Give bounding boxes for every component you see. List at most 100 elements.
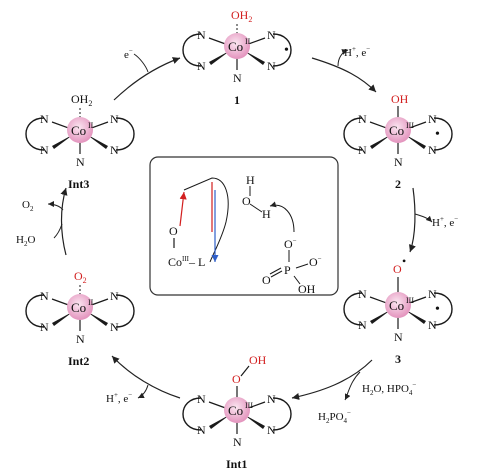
inset-h1: H	[246, 173, 255, 187]
co-label: Co	[228, 39, 243, 54]
cobalt-atom	[224, 397, 250, 423]
ox-state: II	[88, 121, 94, 130]
n-label: N	[40, 289, 49, 303]
o2-ligand: O2	[74, 269, 87, 285]
arrow-o2-out	[47, 201, 64, 211]
radical-dot: •	[435, 302, 440, 317]
arrow-int2-to-int3	[60, 187, 68, 256]
inset-red-arrow	[179, 191, 187, 227]
n-label: N	[428, 287, 437, 301]
n-label: N	[40, 143, 49, 157]
complex-label: Int2	[68, 354, 89, 368]
complex-label: Int3	[68, 177, 89, 191]
complex-label: 2	[395, 177, 401, 191]
label-o2: O2	[22, 199, 34, 213]
label-3-int1-out: H2PO4−	[318, 409, 351, 425]
oh2-ligand: OH2	[71, 92, 92, 108]
inset-o-minus-top: O−	[284, 237, 297, 251]
arrow-release-2-3	[414, 213, 433, 223]
label-3-int1-in: H2O, HPO4−	[362, 381, 416, 397]
n-label: N	[76, 155, 85, 169]
n-label: N	[197, 59, 206, 73]
arrow-2-to-3	[408, 187, 416, 253]
inset-co-label: CoIII– L	[168, 255, 205, 269]
n-label: N	[358, 143, 367, 157]
n-label: N	[40, 112, 49, 126]
cobalt-atom	[385, 292, 411, 318]
oh-ligand: OH	[249, 353, 267, 367]
arrow-int1-to-int2	[111, 355, 181, 399]
arrow-water-in	[53, 223, 63, 239]
inset-o-double: O	[262, 273, 271, 287]
oh-ligand: OH	[391, 92, 409, 106]
oh2-ligand: OH2	[231, 8, 252, 24]
complex-2: Co III N N N N N • OH 2	[343, 92, 453, 191]
inset-o-minus-right: O−	[309, 255, 322, 269]
co-label: Co	[389, 298, 404, 313]
arrow-release-3-int1	[344, 371, 361, 401]
label-int1-int2: H+, e−	[106, 391, 132, 405]
n-label: N	[110, 289, 119, 303]
n-label: N	[233, 435, 242, 449]
n-label: N	[428, 318, 437, 332]
inset-oh: OH	[298, 282, 316, 296]
complex-label: 3	[395, 352, 401, 366]
n-label: N	[110, 143, 119, 157]
n-label: N	[428, 112, 437, 126]
label-h2o: H2O	[16, 234, 35, 248]
o-ligand: O	[232, 372, 241, 386]
complex-int2: Co II N N N N N O2 Int2	[25, 269, 135, 368]
cobalt-atom	[224, 33, 250, 59]
inset-p: P	[284, 263, 291, 277]
n-label: N	[40, 320, 49, 334]
n-label: N	[267, 28, 276, 42]
n-label: N	[267, 392, 276, 406]
cobalt-atom	[67, 117, 93, 143]
complex-int3: Co II N N N N N OH2 Int3	[25, 92, 135, 191]
inset-h2: H	[262, 207, 271, 221]
radical-dot: •	[402, 254, 406, 268]
n-label: N	[358, 287, 367, 301]
ox-state: III	[245, 401, 253, 410]
n-label: N	[110, 320, 119, 334]
co-label: Co	[71, 123, 86, 138]
radical-dot: •	[435, 127, 440, 142]
complex-label: Int1	[226, 457, 247, 471]
n-label: N	[358, 318, 367, 332]
label-int3-1: e−	[124, 47, 133, 61]
cobalt-atom	[67, 294, 93, 320]
ox-state: II	[88, 298, 94, 307]
ox-state: III	[406, 121, 414, 130]
co-label: Co	[228, 403, 243, 418]
complex-3: Co III N N N N N • O • 3	[343, 254, 453, 366]
n-label: N	[394, 330, 403, 344]
n-label: N	[197, 423, 206, 437]
n-label: N	[267, 423, 276, 437]
arrow-release-int1-int2	[137, 384, 149, 399]
co-label: Co	[389, 123, 404, 138]
n-label: N	[394, 155, 403, 169]
inset-proton-arrow	[269, 201, 295, 233]
arrow-int3-to-1	[113, 57, 181, 101]
n-label: N	[267, 59, 276, 73]
label-2-3: H+, e−	[432, 215, 458, 229]
n-label: N	[76, 332, 85, 346]
n-label: N	[110, 112, 119, 126]
co-label: Co	[71, 300, 86, 315]
n-label: N	[197, 28, 206, 42]
n-label: N	[358, 112, 367, 126]
inset-box	[149, 156, 339, 296]
complex-int1: Co III N N N N N O OH Int1	[182, 353, 292, 471]
inset-o-label: O	[169, 224, 178, 238]
ox-state: III	[406, 296, 414, 305]
label-1-2: H+, e−	[344, 45, 370, 59]
mechanism-inset: O CoIII– L H O H P O− O− O OH	[149, 156, 339, 296]
arrow-release-1-2	[337, 49, 349, 67]
complex-label: 1	[234, 93, 240, 107]
cobalt-atom	[385, 117, 411, 143]
n-label: N	[428, 143, 437, 157]
arrow-1-to-2	[311, 57, 377, 93]
complex-1: Co II N N N N N • OH2 1	[182, 8, 292, 107]
